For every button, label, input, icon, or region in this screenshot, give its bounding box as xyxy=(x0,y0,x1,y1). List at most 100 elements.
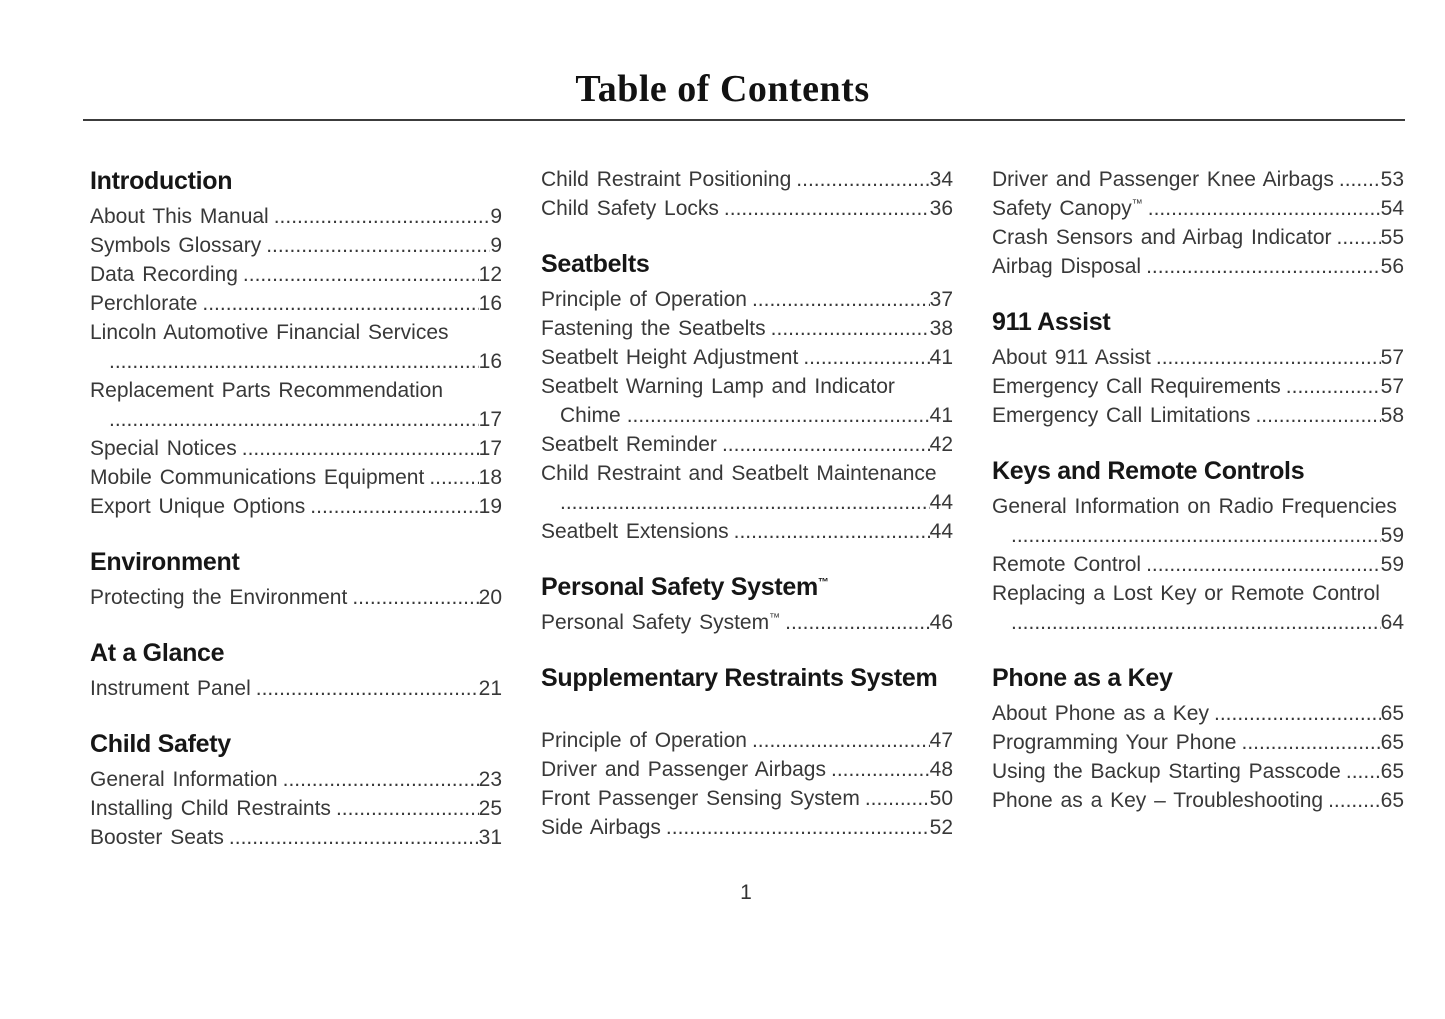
entry-page-number: 53 xyxy=(1380,168,1404,191)
page-number: 1 xyxy=(740,881,752,904)
entry-label: Child Safety Locks xyxy=(541,197,719,220)
dot-leader xyxy=(283,765,479,794)
entry-page-number: 12 xyxy=(478,263,502,286)
trademark-symbol: ™ xyxy=(1131,198,1143,210)
dot-leader xyxy=(1011,608,1381,637)
toc-entry: Personal Safety System™46 xyxy=(541,608,953,637)
dot-leader xyxy=(1255,401,1380,430)
entry-label: Remote Control xyxy=(992,553,1142,576)
section-heading: Introduction xyxy=(90,167,233,195)
entry-page-number: 57 xyxy=(1380,375,1404,398)
dot-leader xyxy=(242,434,479,463)
entry-page-number: 38 xyxy=(929,317,953,340)
entry-label: Safety Canopy™ xyxy=(992,197,1143,220)
entry-page-number: 17 xyxy=(478,437,502,460)
toc-entry: Booster Seats31 xyxy=(90,823,502,852)
dot-leader xyxy=(429,463,478,492)
entry-page-number: 41 xyxy=(929,404,953,427)
entry-page-number: 21 xyxy=(478,677,502,700)
entry-label: Fastening the Seatbelts xyxy=(541,317,766,340)
entry-page-number: 42 xyxy=(929,433,953,456)
toc-entry: Symbols Glossary9 xyxy=(90,231,502,260)
entry-label: Driver and Passenger Airbags xyxy=(541,758,826,781)
entry-page-number: 50 xyxy=(929,787,953,810)
entry-label: Special Notices xyxy=(90,437,237,460)
entry-label: Lincoln Automotive Financial Services xyxy=(90,321,449,344)
toc-entry: Perchlorate16 xyxy=(90,289,502,318)
toc-entry: Seatbelt Extensions44 xyxy=(541,517,953,546)
entry-page-number: 41 xyxy=(929,346,953,369)
toc-entry: Protecting the Environment20 xyxy=(90,583,502,612)
dot-leader xyxy=(771,314,930,343)
toc-entry: Installing Child Restraints25 xyxy=(90,794,502,823)
entry-page-number: 16 xyxy=(478,350,502,373)
dot-leader xyxy=(109,405,479,434)
entry-label: Driver and Passenger Knee Airbags xyxy=(992,168,1334,191)
dot-leader xyxy=(560,488,930,517)
page-title: Table of Contents xyxy=(575,68,870,110)
entry-leader-line: 44 xyxy=(541,488,953,517)
entry-page-number: 25 xyxy=(478,797,502,820)
entry-label: Child Restraint and Seatbelt Maintenance xyxy=(541,462,937,485)
toc-entry: Instrument Panel21 xyxy=(90,674,502,703)
toc-entry: Safety Canopy™ 54 xyxy=(992,194,1404,223)
entry-label: Front Passenger Sensing System xyxy=(541,787,860,810)
entry-label: Airbag Disposal xyxy=(992,255,1142,278)
entry-label: Seatbelt Extensions xyxy=(541,520,729,543)
entry-label: Side Airbags xyxy=(541,816,661,839)
entry-label: General Information xyxy=(90,768,278,791)
dot-leader xyxy=(1339,165,1381,194)
toc-entry: Principle of Operation 47 xyxy=(541,726,953,755)
dot-leader xyxy=(1148,194,1381,223)
entry-label: About Phone as a Key xyxy=(992,702,1209,725)
section-heading: Phone as a Key xyxy=(992,664,1173,692)
dot-leader xyxy=(266,231,490,260)
entry-page-number: 57 xyxy=(1380,346,1404,369)
entry-leader-line: Chime41 xyxy=(541,401,953,430)
dot-leader xyxy=(274,202,491,231)
entry-label: Mobile Communications Equipment xyxy=(90,466,425,489)
toc-entry: Emergency Call Limitations58 xyxy=(992,401,1404,430)
toc-entry: Replacement Parts Recommendation17 xyxy=(90,376,502,434)
toc-entry: About Phone as a Key65 xyxy=(992,699,1404,728)
toc-entry: Lincoln Automotive Financial Services 16 xyxy=(90,318,502,376)
title-divider xyxy=(83,119,1405,121)
toc-entry: Child Restraint and Seatbelt Maintenance… xyxy=(541,459,953,517)
dot-leader xyxy=(1346,757,1381,786)
entry-page-number: 58 xyxy=(1380,404,1404,427)
entry-page-number: 18 xyxy=(478,466,502,489)
dot-leader xyxy=(724,194,930,223)
dot-leader xyxy=(310,492,478,521)
dot-leader xyxy=(352,583,478,612)
dot-leader xyxy=(752,285,930,314)
dot-leader xyxy=(796,165,929,194)
entry-page-number: 56 xyxy=(1380,255,1404,278)
entry-page-number: 54 xyxy=(1380,197,1404,220)
dot-leader xyxy=(1286,372,1381,401)
dot-leader xyxy=(243,260,479,289)
section-heading: Supplementary Restraints System xyxy=(541,664,938,692)
entry-label: Principle of Operation xyxy=(541,729,747,752)
entry-page-number: 47 xyxy=(929,729,953,752)
entry-leader-line: 16 xyxy=(90,347,502,376)
entry-page-number: 59 xyxy=(1380,524,1404,547)
dot-leader xyxy=(1337,223,1381,252)
toc-entry: General Information on Radio Frequencies… xyxy=(992,492,1404,550)
entry-page-number: 16 xyxy=(478,292,502,315)
toc-entry: Seatbelt Height Adjustment41 xyxy=(541,343,953,372)
entry-page-number: 65 xyxy=(1380,789,1404,812)
dot-leader xyxy=(1214,699,1381,728)
dot-leader xyxy=(1242,728,1381,757)
entry-label: Child Restraint Positioning xyxy=(541,168,792,191)
entry-page-number: 59 xyxy=(1380,553,1404,576)
entry-leader-line: 64 xyxy=(992,608,1404,637)
